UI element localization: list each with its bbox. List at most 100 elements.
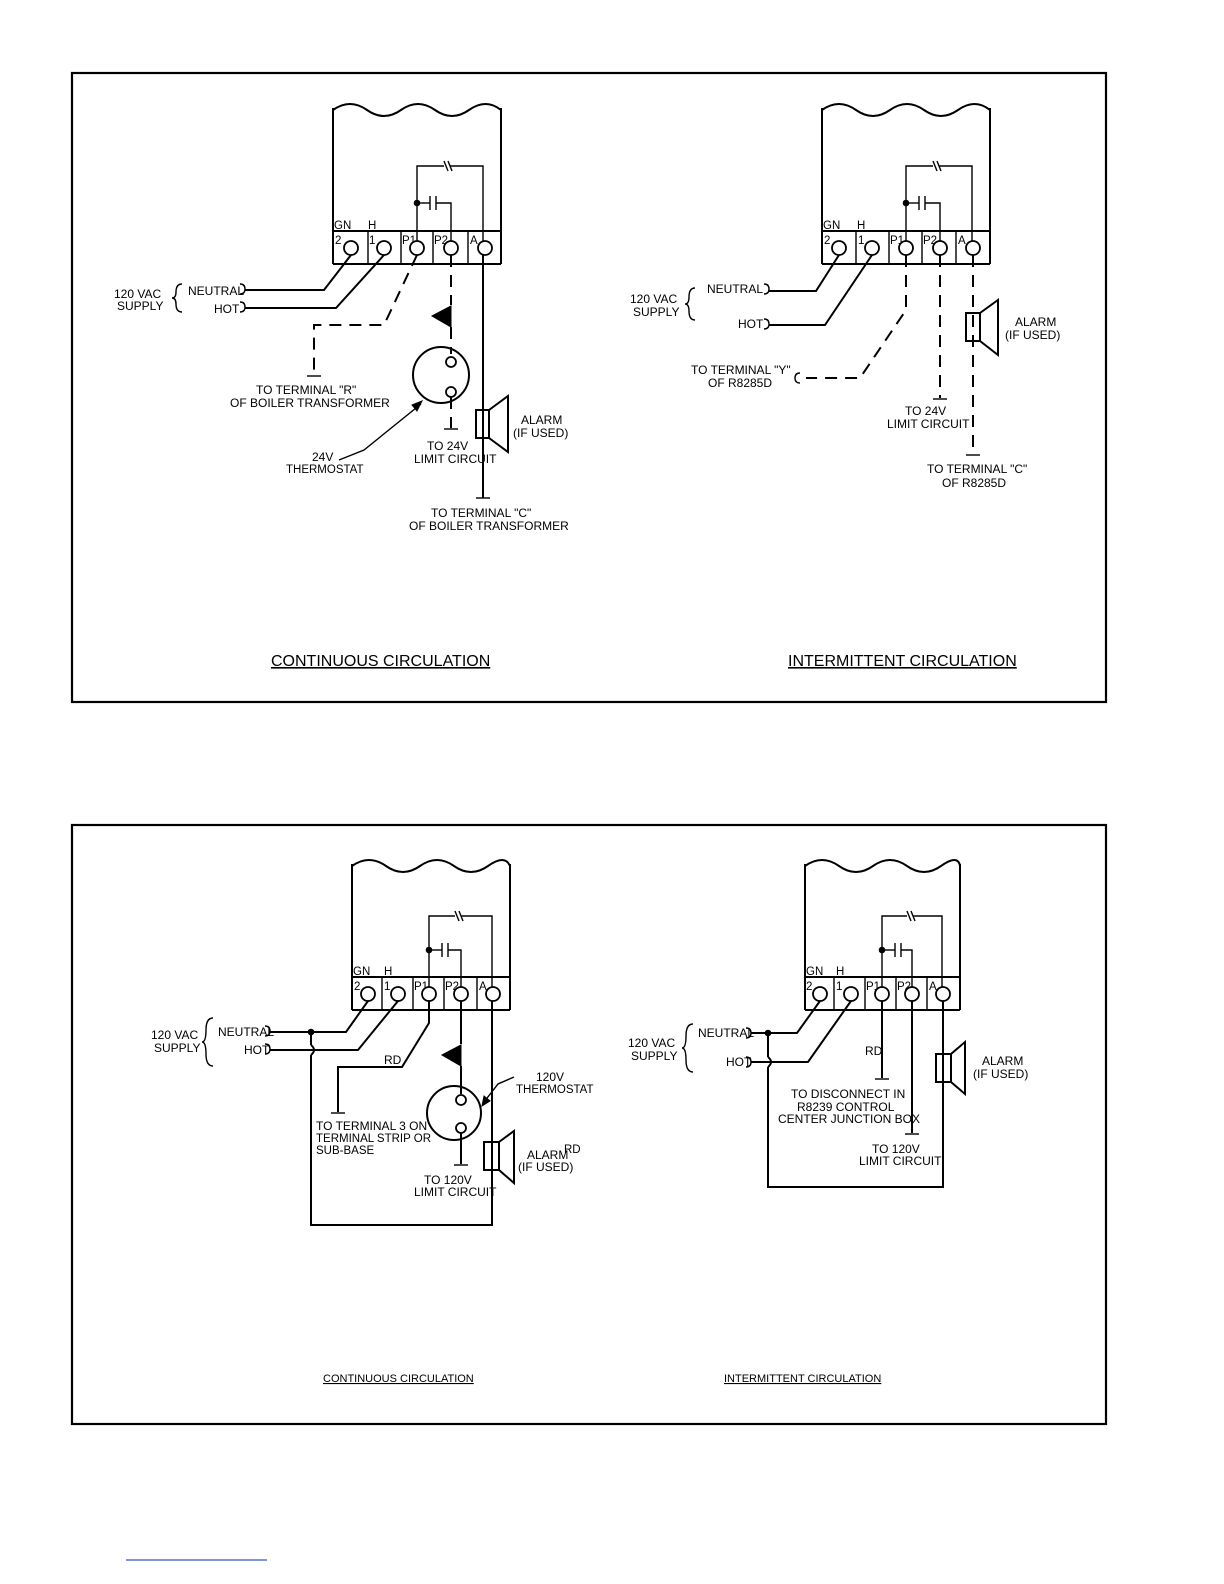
supply-label-line2: SUPPLY — [154, 1041, 200, 1055]
neutral-label: NEUTRAL — [188, 284, 244, 298]
diagram-bottom-right-intermittent: GN H 2 1 P1 P2 A 120 VAC SUPPLY NEUTRAL … — [628, 859, 1028, 1385]
p1-to-terminal-3-wire — [337, 1001, 430, 1112]
terminal-c-label-line2: OF BOILER TRANSFORMER — [409, 519, 569, 533]
diagram-top-right-intermittent: GN H 2 1 P1 P2 A 120 VAC SUPPLY NEUTRAL … — [630, 103, 1060, 670]
caption-continuous-circulation: CONTINUOUS CIRCULATION — [323, 1373, 474, 1385]
alarm-icon — [935, 1053, 952, 1083]
terminal-screw-2 — [812, 986, 828, 1002]
terminal-screw-p1 — [409, 240, 425, 256]
supply-label-line2: SUPPLY — [633, 305, 679, 319]
terminal-3-label-line2: TERMINAL STRIP OR — [316, 1133, 431, 1145]
disconnect-label-line2: R8239 CONTROL — [797, 1100, 895, 1114]
supply-brace — [171, 283, 183, 313]
terminal-screw-a — [477, 240, 493, 256]
caption-intermittent-circulation: INTERMITTENT CIRCULATION — [724, 1373, 881, 1385]
terminal-gn-label: GN — [334, 220, 351, 232]
supply-label-line2: SUPPLY — [117, 299, 163, 313]
diagram-top-left-continuous: GN H 2 1 P1 P2 A 120 VAC SUPPLY NEUTRAL … — [114, 103, 569, 670]
terminal-screw-2 — [831, 240, 847, 256]
terminal-h-label: H — [857, 220, 865, 232]
bottom-diagram-frame — [70, 823, 1108, 1426]
terminal-1-label: 1 — [369, 235, 375, 247]
neutral-loop-wire — [767, 1001, 944, 1188]
limit-circuit-line2: LIMIT CIRCUIT — [887, 417, 970, 431]
thermostat-anticipator-arrow — [430, 305, 452, 328]
terminal-a-label: A — [929, 981, 937, 993]
disconnect-label-line1: TO DISCONNECT IN — [791, 1087, 905, 1101]
terminal-screw-p1 — [874, 986, 890, 1002]
terminal-screw-p2 — [443, 240, 459, 256]
terminal-screw-a — [965, 240, 981, 256]
alarm-label-line1: ALARM — [982, 1054, 1023, 1068]
terminal-c-label-line1: TO TERMINAL "C" — [431, 506, 531, 520]
neutral-wire — [245, 254, 352, 291]
terminal-gn-label: GN — [823, 220, 840, 232]
terminal-3-label-line1: TO TERMINAL 3 ON — [316, 1119, 427, 1133]
terminal-screw-a — [935, 986, 951, 1002]
alarm-label-line2: (IF USED) — [513, 426, 568, 440]
thermostat-anticipator-arrow — [440, 1044, 462, 1067]
terminal-h-label: H — [836, 966, 844, 978]
supply-brace — [681, 1023, 694, 1073]
box-break-line — [351, 859, 511, 873]
diagram-bottom-left-continuous: GN H 2 1 P1 P2 A 120 VAC SUPPLY NEUTRAL … — [151, 859, 594, 1385]
terminal-h-label: H — [384, 966, 392, 978]
terminal-a-label: A — [470, 235, 478, 247]
neutral-label: NEUTRAL — [698, 1026, 754, 1040]
thermostat-label-line2: THERMOSTAT — [516, 1084, 594, 1096]
hot-wire — [270, 1000, 399, 1051]
supply-brace — [684, 287, 696, 321]
terminal-a-label: A — [479, 981, 487, 993]
terminal-2-label: 2 — [354, 981, 360, 993]
limit-circuit-line1: TO 24V — [427, 439, 468, 453]
thermostat-label-line1: 24V — [312, 450, 333, 464]
disconnect-label-line3: CENTER JUNCTION BOX — [778, 1112, 920, 1126]
neutral-label: NEUTRAL — [707, 282, 763, 296]
limit-circuit-line1: TO 120V — [872, 1142, 920, 1156]
supply-label-line1: 120 VAC — [630, 292, 677, 306]
supply-label-line1: 120 VAC — [114, 287, 161, 301]
supply-label-line1: 120 VAC — [628, 1036, 675, 1050]
alarm-icon — [483, 1141, 500, 1171]
p1-to-terminal-y-wire — [806, 255, 907, 379]
thermostat-120v-icon — [426, 1085, 482, 1141]
terminal-screw-2 — [360, 986, 376, 1002]
hot-label: HOT — [738, 317, 764, 331]
alarm-label-line1: ALARM — [1015, 315, 1056, 329]
terminal-1-label: 1 — [858, 235, 864, 247]
alarm-icon — [475, 409, 490, 439]
limit-circuit-line1: TO 120V — [424, 1173, 472, 1187]
neutral-wire — [769, 254, 840, 292]
terminal-screw-p2 — [904, 986, 920, 1002]
alarm-label-line1: ALARM — [521, 413, 562, 427]
box-break-line — [804, 859, 961, 873]
p1-to-terminal-r-wire — [313, 254, 418, 375]
neutral-label: NEUTRAL — [218, 1025, 274, 1039]
terminal-y-label-line1: TO TERMINAL "Y" — [691, 363, 791, 377]
top-diagram-frame — [70, 71, 1108, 704]
alarm-rd-label: RD — [564, 1144, 581, 1156]
terminal-1-label: 1 — [384, 981, 390, 993]
terminal-gn-label: GN — [353, 966, 370, 978]
limit-circuit-line2: LIMIT CIRCUIT — [859, 1154, 942, 1168]
terminal-screw-p2 — [932, 240, 948, 256]
terminal-screw-2 — [343, 240, 359, 256]
terminal-2-label: 2 — [806, 981, 812, 993]
alarm-label-line1: ALARM — [527, 1148, 568, 1162]
neutral-loop-wire — [310, 1001, 493, 1226]
terminal-c-label-line2: OF R8285D — [942, 476, 1006, 490]
neutral-wire — [270, 1000, 369, 1033]
terminal-screw-a — [485, 986, 501, 1002]
hot-wire — [769, 254, 873, 326]
box-break-line — [332, 103, 502, 117]
alarm-label-line2: (IF USED) — [518, 1160, 573, 1174]
thermostat-24v-icon — [412, 346, 470, 404]
terminal-gn-label: GN — [806, 966, 823, 978]
terminal-screw-1 — [864, 240, 880, 256]
limit-circuit-line2: LIMIT CIRCUIT — [414, 452, 497, 466]
terminal-1-label: 1 — [836, 981, 842, 993]
thermostat-label-line2: THERMOSTAT — [286, 464, 364, 476]
terminal-2-label: 2 — [335, 235, 341, 247]
terminal-y-label-line2: OF R8285D — [708, 376, 772, 390]
